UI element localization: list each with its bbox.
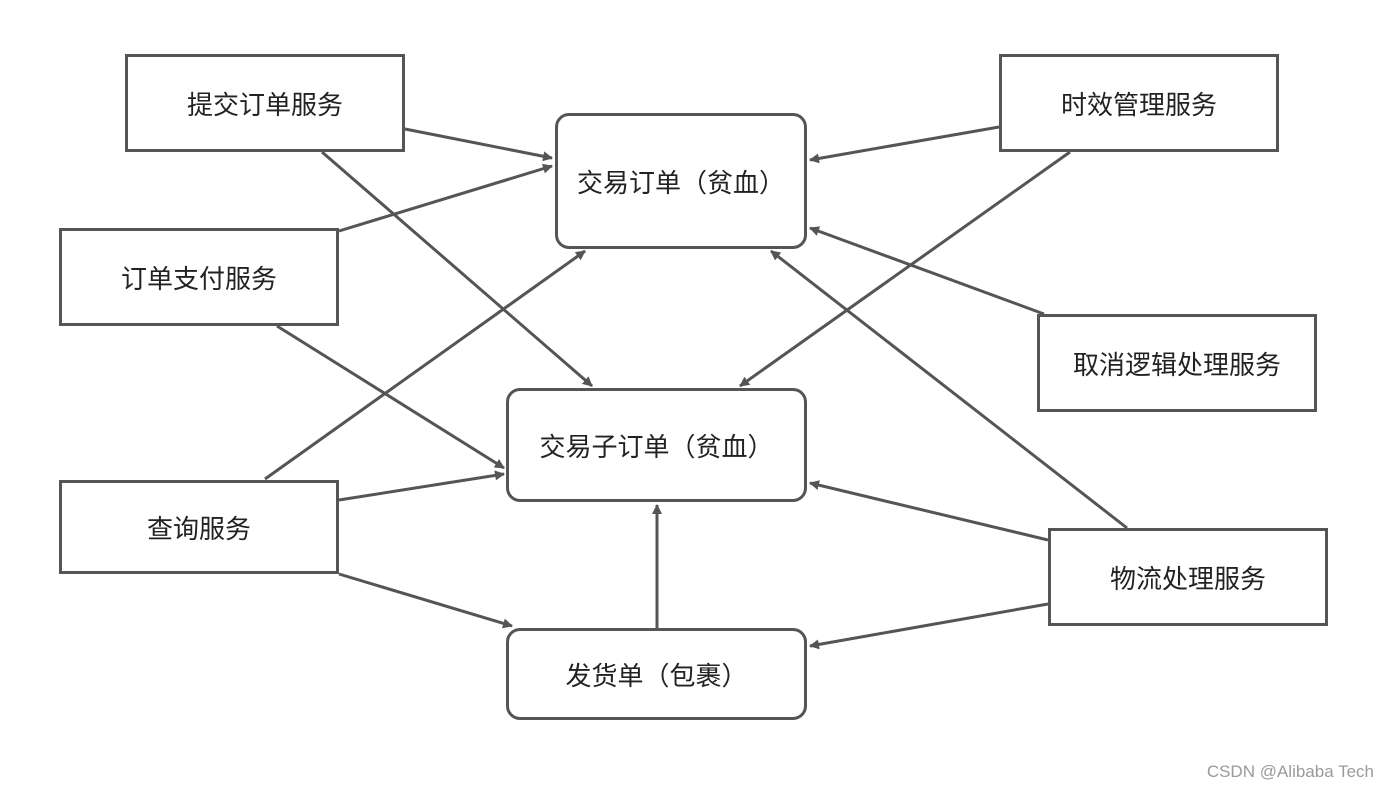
submit-order-service-label: 提交订单服务 <box>186 90 343 121</box>
order-payment-service-box: 订单支付服务 <box>59 228 339 326</box>
logistics-service-label: 物流处理服务 <box>1109 564 1266 595</box>
arrow-logistics-service-to-trade-sub-order <box>809 480 1049 542</box>
trade-order-box: 交易订单（贫血） <box>555 113 807 249</box>
order-payment-service-label: 订单支付服务 <box>120 264 277 295</box>
timeliness-service-label: 时效管理服务 <box>1060 90 1217 121</box>
arrow-cancel-logic-service-to-trade-order <box>809 226 1045 316</box>
cancel-logic-service-label: 取消逻辑处理服务 <box>1072 350 1281 381</box>
trade-sub-order-label: 交易子订单（贫血） <box>539 432 774 463</box>
logistics-service-box: 物流处理服务 <box>1048 528 1328 626</box>
submit-order-service-box: 提交订单服务 <box>125 54 405 152</box>
delivery-order-label: 发货单（包裹） <box>565 661 748 692</box>
arrow-logistics-service-to-trade-order <box>770 249 1128 530</box>
arrow-query-service-to-delivery-order <box>338 572 513 629</box>
arrow-query-service-to-trade-order <box>264 249 586 481</box>
query-service-box: 查询服务 <box>59 480 339 574</box>
watermark: CSDN @Alibaba Tech <box>1206 762 1374 781</box>
timeliness-service-box: 时效管理服务 <box>999 54 1279 152</box>
arrow-timeliness-service-to-trade-order <box>809 125 1000 164</box>
arrow-submit-order-service-to-trade-order <box>404 127 553 162</box>
arrow-submit-order-service-to-trade-sub-order <box>321 150 593 388</box>
query-service-label: 查询服务 <box>146 514 251 545</box>
cancel-logic-service-box: 取消逻辑处理服务 <box>1037 314 1317 412</box>
arrow-order-payment-service-to-trade-sub-order <box>276 324 505 470</box>
trade-order-label: 交易订单（贫血） <box>576 168 785 199</box>
arrow-query-service-to-trade-sub-order <box>338 470 505 502</box>
delivery-order-box: 发货单（包裹） <box>506 628 807 720</box>
trade-sub-order-box: 交易子订单（贫血） <box>506 388 807 502</box>
arrow-logistics-service-to-delivery-order <box>809 602 1049 650</box>
arrow-timeliness-service-to-trade-sub-order <box>739 150 1071 388</box>
arrow-order-payment-service-to-trade-order <box>338 163 553 233</box>
